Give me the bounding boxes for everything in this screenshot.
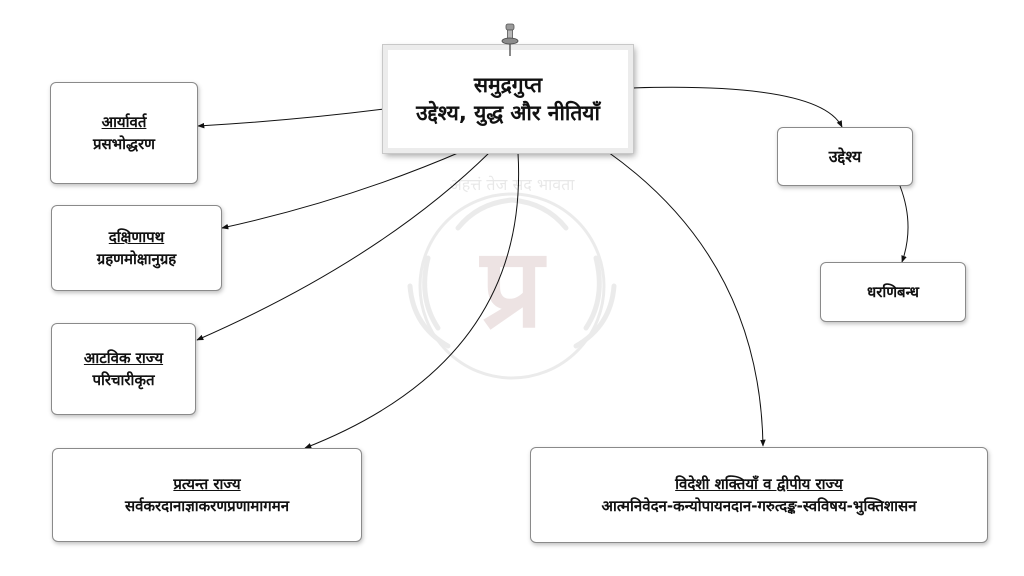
node-pratyanta: प्रत्यन्त राज्य सर्वकरदानाज्ञाकरणप्रणामा… — [52, 448, 362, 542]
node-dharanibandha-label: धरणिबन्ध — [866, 283, 920, 301]
arrow-to-dharanibandha — [899, 185, 909, 263]
node-aryavarta: आर्यावर्त प्रसभोद्धरण — [50, 82, 198, 184]
node-aryavarta-heading: आर्यावर्त — [101, 113, 147, 131]
node-atavika: आटविक राज्य परिचारीकृत — [51, 323, 196, 415]
central-topic-box: समुद्रगुप्त उद्देश्य, युद्ध और नीतियाँ — [382, 44, 634, 154]
node-atavika-heading: आटविक राज्य — [83, 349, 164, 367]
node-atavika-policy: परिचारीकृत — [92, 371, 155, 389]
node-aryavarta-policy: प्रसभोद्धरण — [92, 135, 156, 153]
arrow-to-dakshinapatha — [221, 149, 466, 230]
node-uddeshya-label: उद्देश्य — [828, 146, 862, 166]
central-topic-title: समुद्रगुप्त — [473, 73, 543, 97]
node-dakshinapatha-heading: दक्षिणापथ — [108, 228, 165, 246]
node-dakshinapatha: दक्षिणापथ ग्रहणमोक्षानुग्रह — [51, 205, 222, 291]
node-dharanibandha: धरणिबन्ध — [820, 262, 966, 322]
arrow-to-uddeshya — [629, 86, 843, 128]
node-videshi: विदेशी शक्तियाँ व द्वीपीय राज्य आत्मनिवे… — [530, 447, 988, 543]
node-pratyanta-heading: प्रत्यन्त राज्य — [173, 475, 241, 493]
central-topic-subtitle: उद्देश्य, युद्ध और नीतियाँ — [416, 101, 600, 125]
pushpin-icon — [501, 23, 519, 56]
node-uddeshya: उद्देश्य — [777, 127, 913, 186]
arrow-to-videshi — [607, 151, 766, 447]
arrow-to-atavika — [196, 151, 491, 341]
node-dakshinapatha-policy: ग्रहणमोक्षानुग्रह — [96, 250, 177, 268]
arrow-to-aryavarta — [197, 107, 393, 129]
node-videshi-policy: आत्मनिवेदन-कन्योपायनदान-गरुत्दङ्क-स्वविष… — [601, 497, 917, 515]
node-pratyanta-policy: सर्वकरदानाज्ञाकरणप्रणामागमन — [124, 497, 290, 515]
arrow-to-pratyanta — [304, 152, 520, 449]
node-videshi-heading: विदेशी शक्तियाँ व द्वीपीय राज्य — [675, 475, 843, 493]
